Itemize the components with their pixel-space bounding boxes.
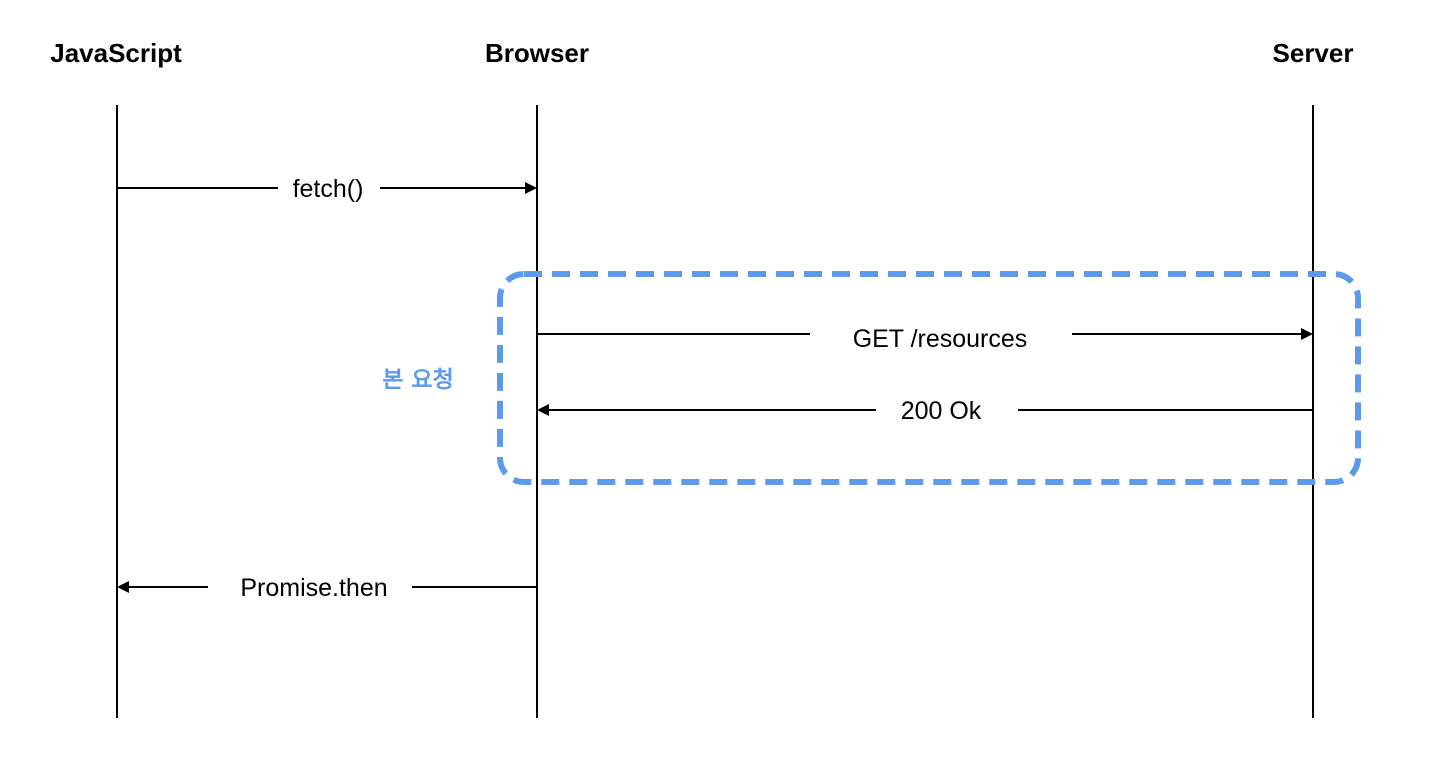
actor-javascript: JavaScript (50, 38, 182, 68)
message-promise-then: Promise.then (117, 574, 537, 602)
main-request-group-box (497, 271, 1361, 485)
main-request-group-label: 본 요청 (382, 367, 454, 393)
actor-server: Server (1273, 38, 1354, 68)
message-ok-arrowhead (537, 404, 549, 416)
message-get-arrowhead (1301, 328, 1313, 340)
message-200-ok: 200 Ok (537, 397, 1313, 425)
message-get-label: GET /resources (853, 325, 1028, 353)
message-fetch-arrowhead (525, 182, 537, 194)
actor-browser: Browser (485, 38, 589, 68)
message-promise-label: Promise.then (240, 574, 387, 602)
message-get-resources: GET /resources (537, 325, 1313, 353)
message-promise-arrowhead (117, 581, 129, 593)
message-ok-label: 200 Ok (901, 397, 982, 425)
message-fetch-label: fetch() (293, 175, 364, 203)
message-fetch: fetch() (117, 175, 537, 203)
